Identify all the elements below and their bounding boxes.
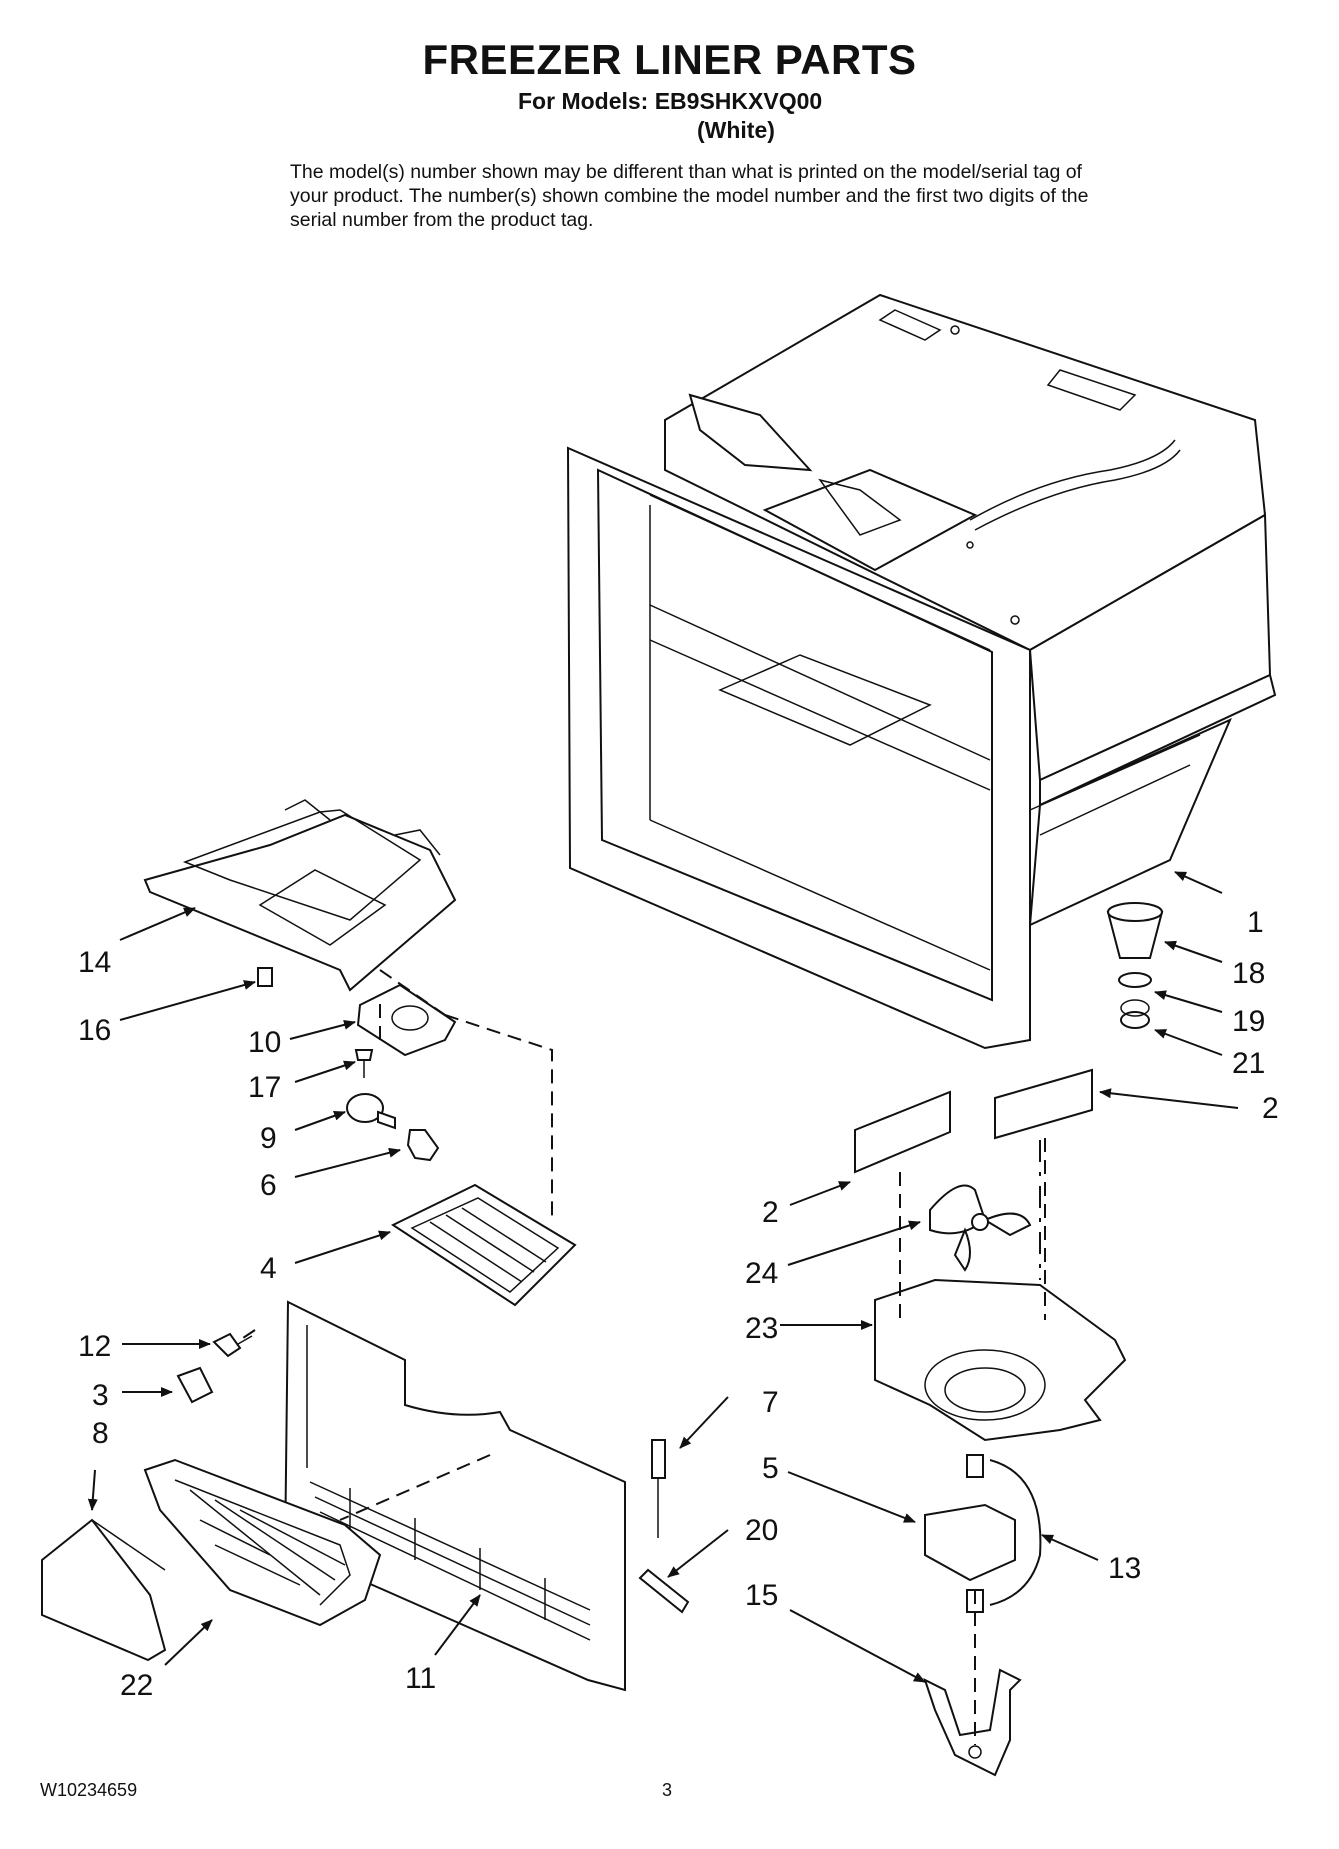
part-13-wire-harness xyxy=(989,1459,1042,1606)
part-8-cover xyxy=(41,1518,167,1662)
callout-24: 24 xyxy=(745,1257,778,1290)
model-number: For Models: EB9SHKXVQ00 xyxy=(518,88,823,114)
part-5-fan-motor xyxy=(924,1454,1016,1613)
part-14-light-housing xyxy=(143,799,457,992)
callout-9: 9 xyxy=(260,1122,277,1155)
callout-22: 22 xyxy=(120,1669,153,1702)
part-1-freezer-liner xyxy=(566,293,1277,1050)
part-22-grille xyxy=(143,1458,382,1627)
part-2-insulation-pad-left xyxy=(854,1090,951,1174)
part-10-lamp-socket xyxy=(356,983,457,1057)
callout-23: 23 xyxy=(745,1312,778,1345)
part-18-cup xyxy=(1106,902,1164,959)
part-15-motor-bracket xyxy=(923,1668,1022,1777)
callout-15: 15 xyxy=(745,1579,778,1612)
callout-17: 17 xyxy=(248,1071,281,1104)
callout-2-left: 2 xyxy=(762,1196,779,1229)
intro-paragraph: The model(s) number shown may be differe… xyxy=(290,161,1089,231)
callout-1: 1 xyxy=(1247,906,1264,939)
callout-12: 12 xyxy=(78,1330,111,1363)
callout-13: 13 xyxy=(1108,1552,1141,1585)
callout-7: 7 xyxy=(762,1386,779,1419)
part-7-thermistor xyxy=(651,1439,666,1538)
part-21-plug xyxy=(1120,999,1150,1029)
part-19-ring xyxy=(1118,972,1152,988)
part-11-rear-panel xyxy=(283,1300,626,1692)
part-17-screw xyxy=(354,1049,374,1078)
callout-5: 5 xyxy=(762,1452,779,1485)
part-9-bulb xyxy=(346,1093,396,1130)
callout-14: 14 xyxy=(78,946,111,979)
part-24-fan-blade xyxy=(929,1184,1032,1272)
part-6-bulb-socket xyxy=(406,1129,440,1162)
callout-18: 18 xyxy=(1232,957,1265,990)
callout-10: 10 xyxy=(248,1026,281,1059)
callout-19: 19 xyxy=(1232,1005,1265,1038)
callout-6: 6 xyxy=(260,1169,277,1202)
document-number: W10234659 xyxy=(40,1780,138,1800)
leader-arrows xyxy=(87,871,1239,1683)
callout-11: 11 xyxy=(405,1662,436,1695)
callout-8: 8 xyxy=(92,1417,109,1450)
part-4-light-shield xyxy=(390,1183,577,1307)
callout-21: 21 xyxy=(1232,1047,1265,1080)
part-2-insulation-pad-right xyxy=(994,1068,1093,1140)
callout-20: 20 xyxy=(745,1514,778,1547)
part-3-bracket xyxy=(176,1366,214,1404)
page-title: FREEZER LINER PARTS xyxy=(422,36,917,83)
part-20-insulation-strip xyxy=(638,1568,690,1614)
model-color: (White) xyxy=(697,117,775,143)
callout-16: 16 xyxy=(78,1014,111,1047)
part-12-screw xyxy=(212,1332,253,1358)
part-23-fan-shroud xyxy=(874,1278,1127,1442)
callout-4: 4 xyxy=(260,1252,277,1285)
callout-3: 3 xyxy=(92,1379,109,1412)
page-number: 3 xyxy=(662,1780,673,1800)
part-16-clip xyxy=(257,967,273,987)
callout-2-right: 2 xyxy=(1262,1092,1279,1125)
